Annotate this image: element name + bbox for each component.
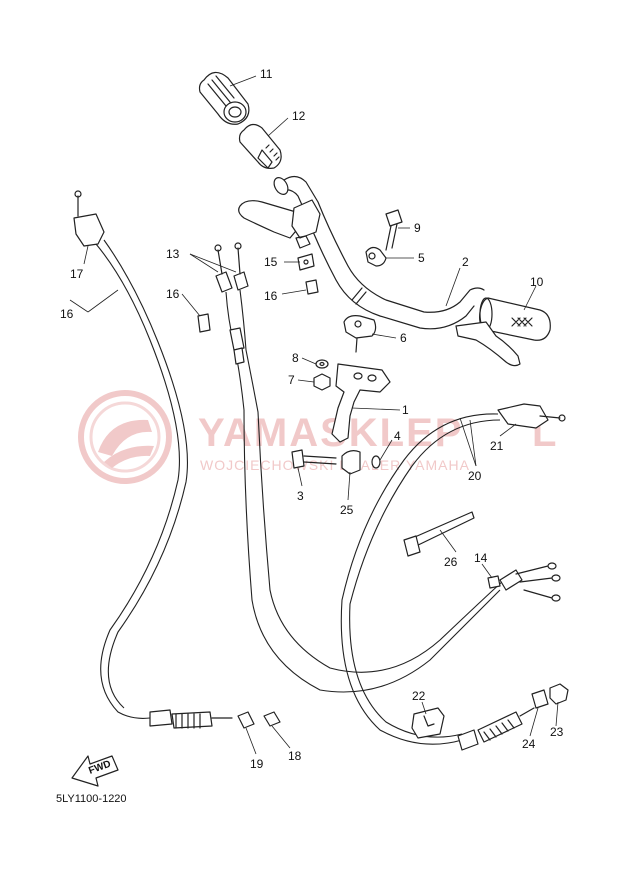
callout-1: 1 xyxy=(402,403,409,417)
callout-19: 18 xyxy=(288,749,302,763)
callout-22: 21 xyxy=(490,439,504,453)
right-grip-part xyxy=(479,297,551,341)
callout-14: 14 xyxy=(474,551,488,565)
callout-11: 11 xyxy=(260,67,273,81)
fwd-arrow-icon: FWD xyxy=(71,755,119,787)
holder-23-part xyxy=(411,707,445,739)
callout-18: 17 xyxy=(70,267,84,281)
callout-20: 19 xyxy=(250,757,264,771)
joint-25-part xyxy=(531,689,549,709)
callout-21: 20 xyxy=(468,469,482,483)
throttle-cable-ends-part xyxy=(214,242,249,293)
washer-4-part xyxy=(371,455,381,469)
watermark-brand: YAMASKLEP xyxy=(198,411,463,455)
holder-lower-part xyxy=(343,315,377,353)
callout-7: 7 xyxy=(288,373,295,387)
throttle-cables-part xyxy=(225,289,505,693)
nut-part xyxy=(313,373,331,391)
callout-9: 9 xyxy=(414,221,421,235)
clamp-part xyxy=(341,450,361,475)
brake-lever-part xyxy=(455,321,521,367)
callout-16-left: 16 xyxy=(166,287,180,301)
callout-2: 2 xyxy=(462,255,469,269)
callout-17: 16 xyxy=(60,307,74,321)
steering-bracket-part xyxy=(331,363,391,443)
throttle-cable-lower-ends-part xyxy=(487,562,561,602)
callout-24: 23 xyxy=(550,725,564,739)
callout-15: 15 xyxy=(264,255,278,269)
cable-tie-part xyxy=(403,511,475,557)
throttle-grip-part xyxy=(238,123,282,169)
bolt-16-right-part xyxy=(305,279,319,295)
callout-5: 5 xyxy=(418,251,425,265)
leader-lines xyxy=(69,75,559,755)
watermark-tagline: WOJCIECHOWSKI DEALER YAMAHA xyxy=(200,457,470,473)
lever-bracket-part xyxy=(238,199,321,249)
callout-23: 22 xyxy=(412,689,426,703)
nut-19-part xyxy=(263,711,281,727)
grip-part xyxy=(198,71,250,125)
bolt-16-left-part xyxy=(197,313,211,333)
brake-lever-holder-part xyxy=(497,403,566,429)
handlebar-part xyxy=(273,175,485,330)
callout-27: 26 xyxy=(444,555,458,569)
callouts: 11 12 9 5 2 10 6 8 7 1 4 3 25 13 15 16 1… xyxy=(60,67,564,771)
nut-24-part xyxy=(549,683,569,705)
callout-6: 6 xyxy=(400,331,407,345)
bolt-3-part xyxy=(291,449,337,469)
fastener-15-part xyxy=(297,253,315,271)
diagram-code: 5LY1100-1220 xyxy=(56,793,127,805)
callout-4: 4 xyxy=(394,429,401,443)
brake-cable-part xyxy=(340,413,501,745)
callout-10: 10 xyxy=(530,275,544,289)
watermark: YAMASKLEP L WOJCIECHOWSKI DEALER YAMAHA xyxy=(78,390,556,484)
washer-part xyxy=(315,359,329,369)
callout-16-right: 16 xyxy=(264,289,278,303)
callout-8: 8 xyxy=(292,351,299,365)
brake-cable-end-part xyxy=(457,707,535,751)
watermark-logo-icon xyxy=(78,390,172,484)
callout-12: 12 xyxy=(292,109,306,123)
adjuster-20-part xyxy=(237,711,255,729)
bolt-9-part xyxy=(385,209,403,251)
callout-3: 3 xyxy=(297,489,304,503)
clutch-cable-part xyxy=(73,190,233,729)
callout-13: 13 xyxy=(166,247,180,261)
holder-upper-part xyxy=(365,246,387,267)
callout-25: 24 xyxy=(522,737,536,751)
callout-26: 25 xyxy=(340,503,354,517)
